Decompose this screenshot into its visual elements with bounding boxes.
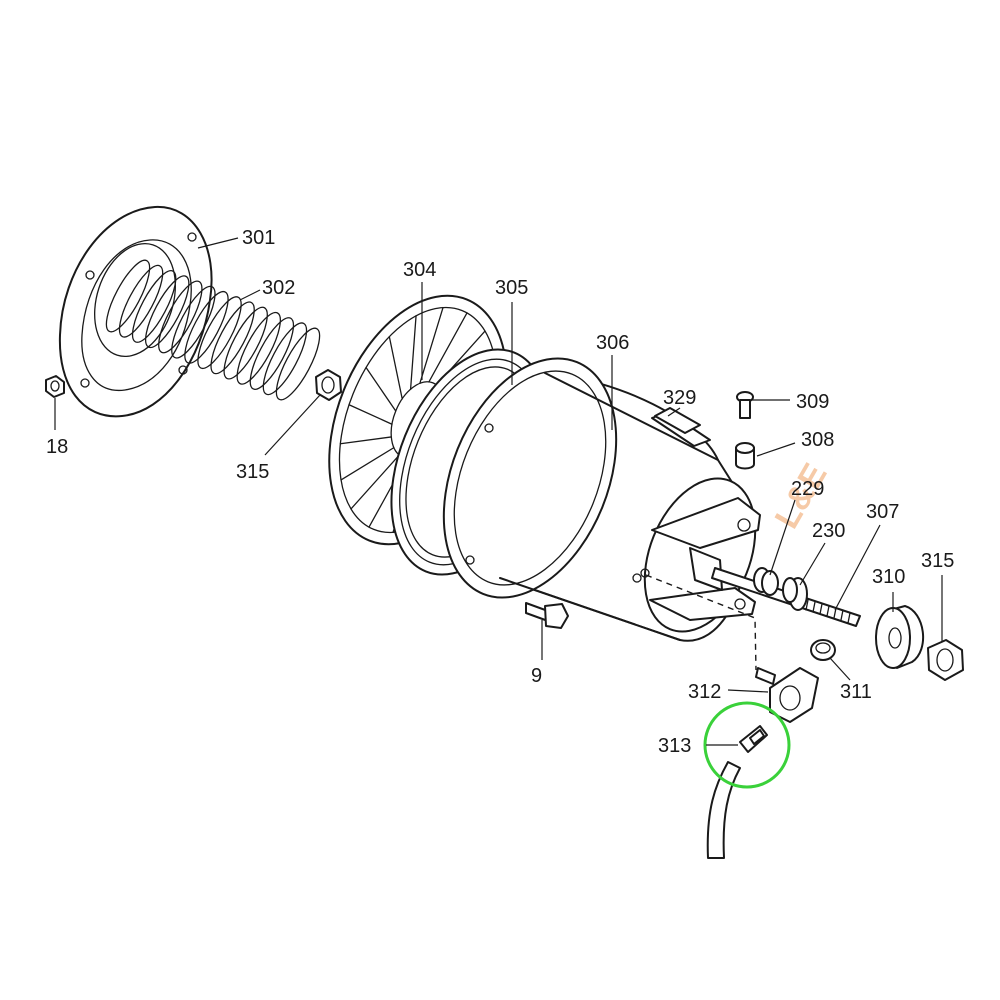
part-9-bolt: [525, 602, 569, 629]
label-313: 313: [658, 735, 691, 757]
fan-blade: [388, 336, 403, 400]
part-310-thick-washer: [875, 605, 925, 669]
part-308-sleeve: [735, 442, 755, 470]
spring-coil: [197, 296, 242, 370]
part-230-washer: [782, 577, 808, 611]
part-309-screw: [736, 391, 754, 419]
fan-blade: [409, 315, 417, 390]
fan-blade: [428, 312, 468, 383]
part-313-fitting: [739, 725, 768, 753]
label-315-right: 315: [921, 550, 954, 572]
spring-coil: [223, 306, 268, 380]
label-312: 312: [688, 681, 721, 703]
label-301: 301: [242, 227, 275, 249]
part-18-nut: [45, 375, 65, 398]
fan-blade: [365, 366, 397, 412]
label-305: 305: [495, 277, 528, 299]
part-311-cap-nut: [810, 639, 836, 661]
label-309: 309: [796, 391, 829, 413]
label-302: 302: [262, 277, 295, 299]
label-230: 230: [812, 520, 845, 542]
highlight-circle: [703, 701, 791, 789]
fan-blade: [350, 454, 401, 510]
label-310: 310: [872, 566, 905, 588]
part-labels: 301 302 304 305 306 329 309 308 229 230 …: [46, 227, 954, 757]
fan-blade: [340, 446, 395, 481]
label-9: 9: [531, 665, 542, 687]
label-307: 307: [866, 501, 899, 523]
label-308: 308: [801, 429, 834, 451]
label-329: 329: [663, 387, 696, 409]
spring-coil: [249, 317, 295, 390]
part-315-hex-nut-left: [315, 369, 342, 401]
label-311: 311: [840, 681, 872, 703]
label-18: 18: [46, 436, 68, 458]
part-306-motor-housing: [442, 357, 761, 642]
spring-coil: [105, 259, 151, 333]
fan-blade: [348, 404, 393, 425]
spring-coil: [158, 280, 203, 354]
spring-coil: [131, 270, 177, 343]
label-304: 304: [403, 259, 436, 281]
spring-coil: [275, 327, 321, 401]
spring-coil: [145, 275, 190, 349]
label-229: 229: [791, 478, 824, 500]
part-229-collar: [753, 567, 779, 596]
label-306: 306: [596, 332, 629, 354]
part-312-valve-body: [755, 667, 819, 723]
hose: [706, 761, 741, 859]
fan-blade: [339, 436, 392, 445]
leader-lines: [54, 237, 943, 746]
label-315-left: 315: [236, 461, 269, 483]
part-301-flange-plate: [58, 205, 213, 418]
part-302-coil-spring: [105, 259, 321, 401]
fan-blade: [419, 306, 444, 385]
spring-coil: [118, 264, 164, 338]
spring-coil: [184, 290, 229, 364]
spring-coil: [171, 285, 216, 359]
spring-coil: [262, 322, 308, 396]
spring-coil: [236, 311, 281, 385]
spring-coil: [210, 301, 255, 375]
part-329-bracket-clip: [654, 407, 701, 434]
part-315-hex-nut-right: [927, 639, 964, 681]
